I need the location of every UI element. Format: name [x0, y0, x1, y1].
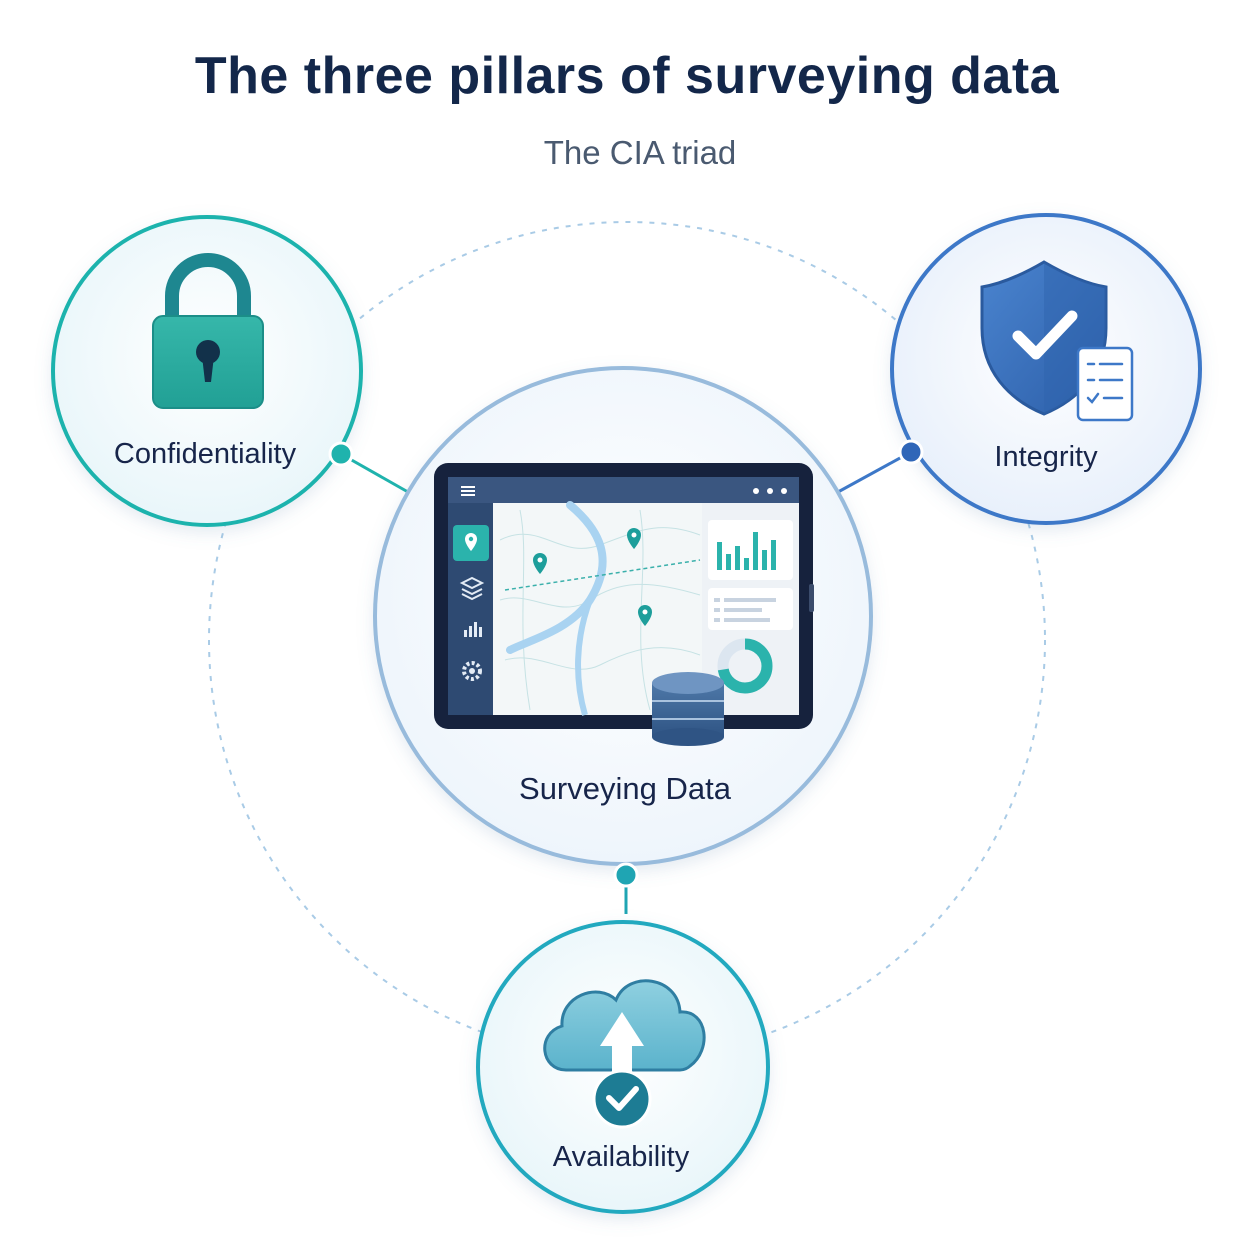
tablet-map-dashboard-icon — [434, 463, 814, 746]
diagram-title: The three pillars of surveying data — [194, 47, 1060, 105]
database-icon — [652, 672, 724, 746]
orbit-ring — [208, 221, 1046, 1059]
confidentiality-connector-dot — [328, 441, 354, 467]
integrity-label: Integrity — [994, 441, 1098, 473]
checklist-document-icon — [1076, 346, 1134, 422]
availability-label: Availability — [553, 1141, 690, 1173]
pillar-confidentiality: Confidentiality — [51, 215, 363, 527]
diagram-subtitle: The CIA triad — [543, 134, 737, 171]
pillar-integrity: Integrity — [890, 213, 1202, 525]
pillar-availability: Availability — [476, 862, 770, 1214]
connector-integrity — [837, 450, 912, 494]
confidentiality-label: Confidentiality — [114, 438, 297, 470]
center-label: Surveying Data — [519, 771, 732, 806]
availability-connector-dot — [613, 862, 639, 888]
integrity-connector-dot — [898, 439, 924, 465]
connector-confidentiality — [340, 452, 409, 494]
shield-check-icon — [980, 260, 1134, 422]
cloud-upload-check-icon — [543, 979, 706, 1129]
center-node: Surveying Data — [373, 366, 873, 866]
padlock-icon — [152, 253, 264, 409]
